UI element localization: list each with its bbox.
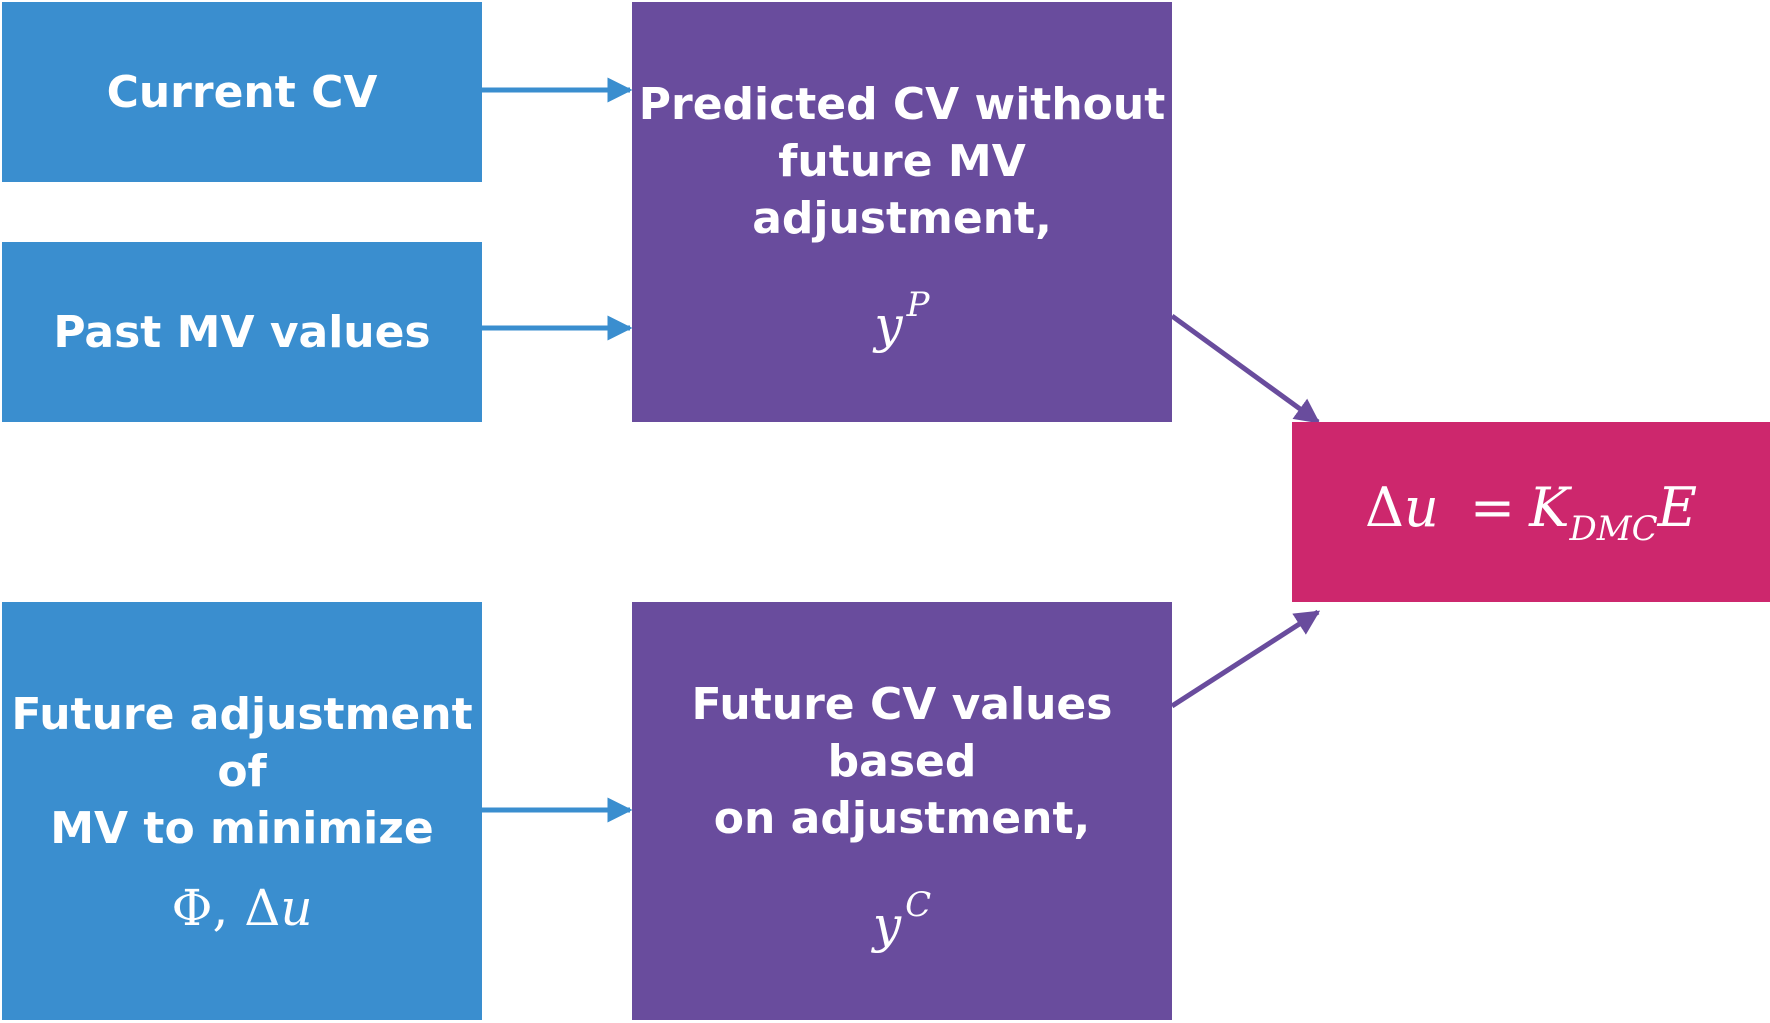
dmc-equation: Δu =KDMCE (1365, 476, 1697, 549)
future-adjustment-math: Φ, Δu (171, 879, 312, 937)
predicted-cv-box: Predicted CV without future MV adjustmen… (632, 2, 1172, 422)
phi-symbol: Φ (171, 878, 213, 937)
dmc-equation-box: Δu =KDMCE (1292, 422, 1770, 602)
equals-sign: = (1469, 475, 1516, 539)
future-cv-label: Future CV values based on adjustment, (691, 679, 1113, 844)
arrow-predicted-to-equation (1170, 313, 1321, 425)
u-symbol: u (280, 878, 313, 937)
current-cv-label: Current CV (106, 66, 378, 118)
arrow-future-cv-to-equation (1170, 609, 1321, 709)
p-superscript: P (906, 285, 930, 325)
e-symbol: E (1657, 475, 1698, 539)
future-adjustment-box: Future adjustment of MV to minimize Φ, Δ… (2, 602, 482, 1020)
future-adjustment-label: Future adjustment of MV to minimize (11, 688, 473, 854)
delta-symbol: Δ (1364, 475, 1404, 539)
past-mv-box: Past MV values (2, 242, 482, 422)
past-mv-label: Past MV values (53, 306, 431, 358)
dmc-subscript: DMC (1569, 508, 1658, 549)
u-symbol: u (1403, 475, 1439, 539)
current-cv-box: Current CV (2, 2, 482, 182)
comma-symbol: , (212, 878, 229, 937)
c-superscript: C (905, 885, 932, 925)
y-symbol: y (872, 896, 902, 954)
k-symbol: K (1529, 475, 1570, 539)
predicted-cv-label: Predicted CV without future MV adjustmen… (638, 79, 1166, 244)
y-symbol: y (874, 296, 903, 354)
delta-symbol: Δ (244, 878, 281, 937)
